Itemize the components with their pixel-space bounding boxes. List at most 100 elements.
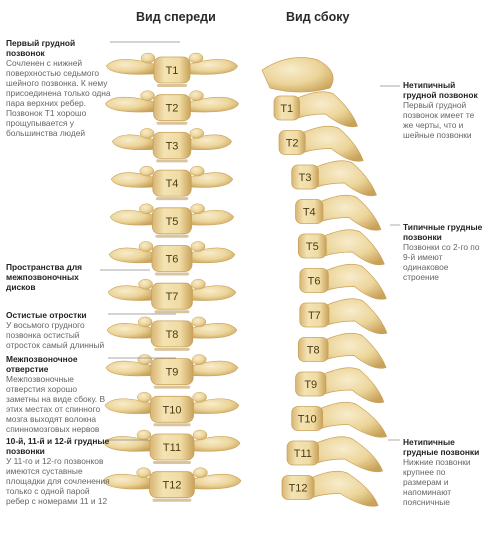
articular-process-right xyxy=(189,90,204,101)
side-vertebra-label: T8 xyxy=(307,345,320,357)
spinous-process xyxy=(323,229,385,266)
disc-space xyxy=(154,272,190,276)
side-vertebra-label: T6 xyxy=(308,276,321,288)
front-vertebra-label: T4 xyxy=(166,178,179,190)
front-vertebra-label: T2 xyxy=(166,103,179,115)
side-vertebra-label: T5 xyxy=(306,241,319,253)
vertebral-body xyxy=(278,130,306,155)
articular-process-left xyxy=(137,316,153,328)
side-vertebra-label: T1 xyxy=(280,103,293,115)
spinous-process xyxy=(320,401,388,438)
vertebral-body xyxy=(299,268,329,293)
vertebral-body xyxy=(153,56,191,84)
front-vertebra-label: T10 xyxy=(163,404,182,416)
side-vertebra-T3: T3 xyxy=(291,160,377,197)
front-vertebra-T4: T4 xyxy=(110,165,234,201)
articular-process-right xyxy=(192,392,207,403)
articular-process-right xyxy=(193,467,208,478)
side-vertebra-T4: T4 xyxy=(295,194,382,231)
side-vertebra-label: T12 xyxy=(289,483,308,495)
vertebral-body xyxy=(299,302,330,328)
vertebral-body xyxy=(291,406,324,431)
side-vertebra-label: T7 xyxy=(308,310,321,322)
side-vertebra-T6: T6 xyxy=(299,263,387,300)
vertebral-body xyxy=(152,169,192,197)
vertebral-body xyxy=(295,199,324,224)
annotation-t10-t12: 10-й, 11-й и 12-й грудные позвонки У 11-… xyxy=(6,436,110,506)
transverse-process-left xyxy=(110,172,154,188)
front-vertebra-T7: T7 xyxy=(107,278,237,314)
annotation-heading: Остистые отростки xyxy=(6,310,87,320)
front-vertebra-T6: T6 xyxy=(108,241,236,276)
articular-process-right xyxy=(191,354,207,365)
front-vertebra-T2: T2 xyxy=(105,90,239,125)
transverse-process-left xyxy=(105,360,152,377)
disc-space xyxy=(155,234,189,238)
vertebral-body xyxy=(295,371,327,397)
vertebral-body xyxy=(153,94,191,122)
transverse-process-right xyxy=(194,473,242,490)
transverse-process-right xyxy=(190,96,239,113)
side-vertebra-label: T11 xyxy=(294,448,312,460)
side-vertebra-top xyxy=(261,57,334,93)
transverse-process-left xyxy=(112,134,154,151)
side-vertebra-label: T4 xyxy=(303,207,316,219)
front-vertebra-label: T6 xyxy=(166,254,179,266)
side-vertebra-label: T3 xyxy=(299,172,312,184)
front-vertebra-T8: T8 xyxy=(106,316,238,351)
side-vertebra-T5: T5 xyxy=(297,229,385,266)
spinous-process xyxy=(316,160,377,197)
transverse-process-left xyxy=(106,59,155,75)
annotation-heading: Пространства для межпозвоночных дисков xyxy=(6,262,83,292)
annotation-heading: 10-й, 11-й и 12-й грудные позвонки xyxy=(6,436,110,456)
annotation-heading: Нетипичные грудные позвонки xyxy=(403,437,480,457)
transverse-process-right xyxy=(191,210,235,226)
articular-process-left xyxy=(136,429,152,441)
articular-process-left xyxy=(137,392,152,403)
front-vertebra-label: T11 xyxy=(163,442,181,454)
articular-process-right xyxy=(191,316,207,328)
annotation-body: Межпозвоночные отверстия хорошо заметны … xyxy=(6,374,106,434)
front-vertebra-label: T9 xyxy=(166,367,179,379)
side-vertebra-T12: T12 xyxy=(281,470,379,507)
front-vertebra-T10: T10 xyxy=(104,392,240,427)
disc-space xyxy=(156,84,188,87)
vertebral-body xyxy=(149,471,195,499)
disc-space xyxy=(154,347,190,351)
front-vertebra-T3: T3 xyxy=(112,128,232,163)
articular-process-right xyxy=(190,241,206,252)
front-vertebra-T5: T5 xyxy=(109,203,235,238)
front-vertebra-label: T12 xyxy=(163,480,182,492)
side-vertebra-T11: T11 xyxy=(286,436,384,473)
side-vertebra-T1: T1 xyxy=(273,91,358,128)
articular-process-right xyxy=(189,165,205,177)
annotation-atypical-upper: Нетипичный грудной позвонок Первый грудн… xyxy=(403,80,483,140)
front-vertebra-label: T7 xyxy=(166,291,179,303)
transverse-process-right xyxy=(193,436,241,452)
annotation-heading: Типичные грудные позвонки xyxy=(403,222,483,242)
side-vertebra-label: T9 xyxy=(304,379,317,391)
vertebral-body xyxy=(150,320,194,348)
articular-process-left xyxy=(139,128,155,139)
spinous-process xyxy=(316,436,384,473)
annotation-heading: Межпозвоночное отверстие xyxy=(6,354,78,374)
vertebral-body xyxy=(151,282,193,310)
spinous-process xyxy=(311,470,379,507)
disc-space xyxy=(153,423,191,427)
transverse-process-right xyxy=(190,172,234,188)
vertebral-body xyxy=(151,245,193,272)
transverse-process-right xyxy=(192,285,237,301)
annotation-body: Нижние позвонки крупнее по размерам и на… xyxy=(403,457,471,507)
annotation-body: У 11-го и 12-го позвонков имеются сустав… xyxy=(6,456,110,506)
vertebral-body xyxy=(286,440,319,466)
front-vertebra-T9: T9 xyxy=(105,354,239,389)
transverse-process-right xyxy=(192,323,238,339)
front-vertebra-T1: T1 xyxy=(106,52,238,87)
vertebral-body xyxy=(297,233,327,259)
articular-process-right xyxy=(190,203,205,215)
vertebral-body xyxy=(281,475,315,500)
annotation-heading: Нетипичный грудной позвонок xyxy=(403,80,478,100)
